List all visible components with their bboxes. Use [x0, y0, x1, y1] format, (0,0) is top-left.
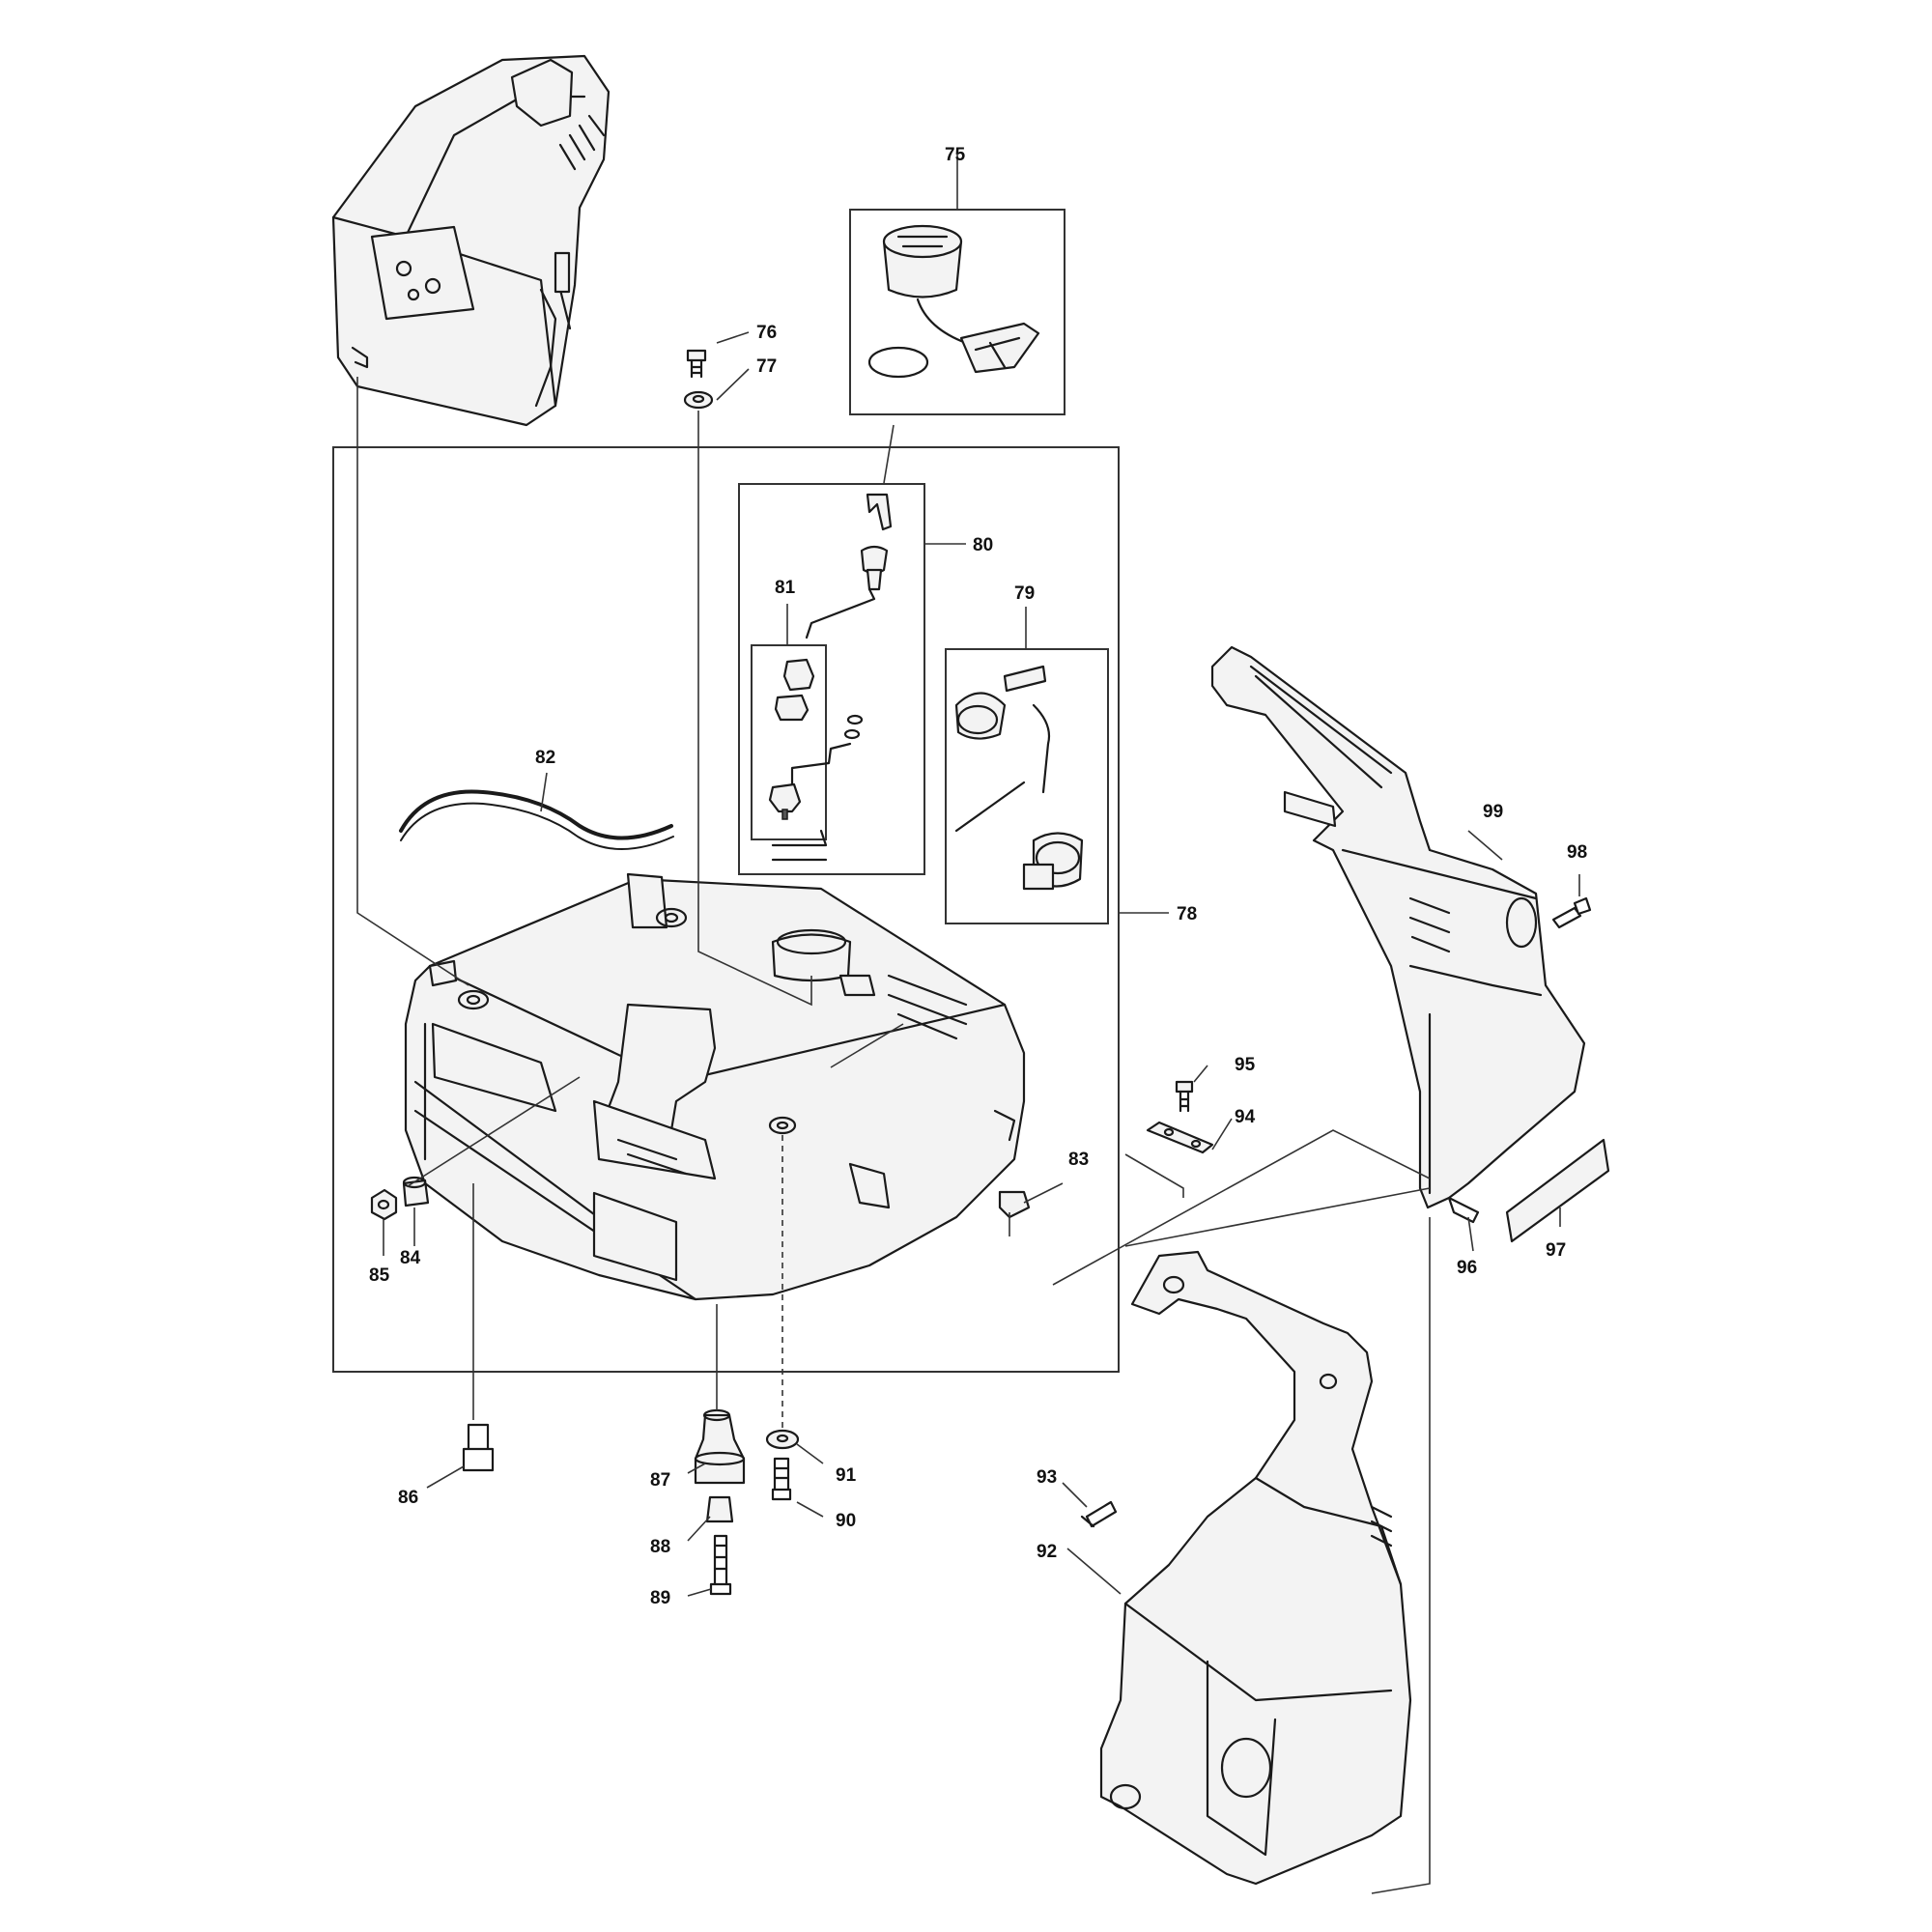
fuel-pickup-frame	[751, 644, 827, 840]
screw-93	[1080, 1500, 1118, 1528]
label-97	[1505, 1138, 1610, 1243]
fuel-tank-part	[404, 872, 1026, 1301]
callout-99: 99	[1483, 802, 1503, 822]
top-handle-part	[1210, 645, 1586, 1209]
fuel-filter-part	[805, 493, 893, 639]
fuel-pickup-part	[768, 658, 864, 820]
rear-cover-part	[1099, 1250, 1412, 1886]
tank-assembly-frame	[332, 446, 1120, 1373]
callout-87: 87	[650, 1470, 670, 1491]
plate-94	[1146, 1121, 1214, 1154]
callout-88: 88	[650, 1537, 670, 1557]
callout-89: 89	[650, 1588, 670, 1608]
callout-75: 75	[945, 145, 966, 165]
engine-cover-part	[331, 54, 611, 427]
fuel-cap-part	[867, 224, 1040, 379]
callout-90: 90	[836, 1511, 856, 1531]
callout-77: 77	[756, 356, 777, 377]
callout-85: 85	[369, 1265, 390, 1286]
callout-78: 78	[1177, 904, 1197, 924]
screw-95	[1175, 1080, 1194, 1113]
callout-94: 94	[1235, 1107, 1256, 1127]
primer-pump-part	[954, 665, 1084, 891]
callout-97: 97	[1546, 1240, 1566, 1261]
callout-76: 76	[756, 323, 777, 343]
washer-77	[683, 390, 714, 410]
clip-83	[998, 1190, 1031, 1219]
callout-86: 86	[398, 1488, 418, 1508]
callout-96: 96	[1457, 1258, 1477, 1278]
screw-98	[1551, 896, 1592, 929]
callout-92: 92	[1037, 1542, 1057, 1562]
bolt-86	[462, 1423, 495, 1472]
callout-84: 84	[400, 1248, 421, 1268]
screw-90	[771, 1457, 792, 1501]
callout-82: 82	[535, 748, 555, 768]
nut-85	[370, 1188, 398, 1221]
fuel-hose-part	[399, 789, 673, 840]
callout-80: 80	[973, 535, 993, 555]
callout-79: 79	[1014, 583, 1035, 604]
washer-91	[765, 1429, 800, 1450]
screw-89	[709, 1534, 732, 1596]
callout-98: 98	[1567, 842, 1587, 863]
callout-95: 95	[1235, 1055, 1256, 1075]
screw-76	[686, 349, 707, 379]
damper-87	[694, 1408, 746, 1485]
collar-88	[705, 1495, 734, 1523]
grommet-84	[402, 1176, 430, 1208]
screw-96	[1447, 1196, 1480, 1224]
callout-93: 93	[1037, 1467, 1057, 1488]
callout-labels: 75 76 77 78 79 80 81 82 83 84 85 86 87 8…	[369, 145, 1587, 1608]
fuel-filter-frame	[738, 483, 925, 875]
callout-81: 81	[775, 578, 796, 598]
leader-lines	[356, 155, 1580, 1894]
callout-83: 83	[1068, 1150, 1089, 1170]
callout-91: 91	[836, 1465, 857, 1486]
primer-pump-frame	[945, 648, 1109, 924]
